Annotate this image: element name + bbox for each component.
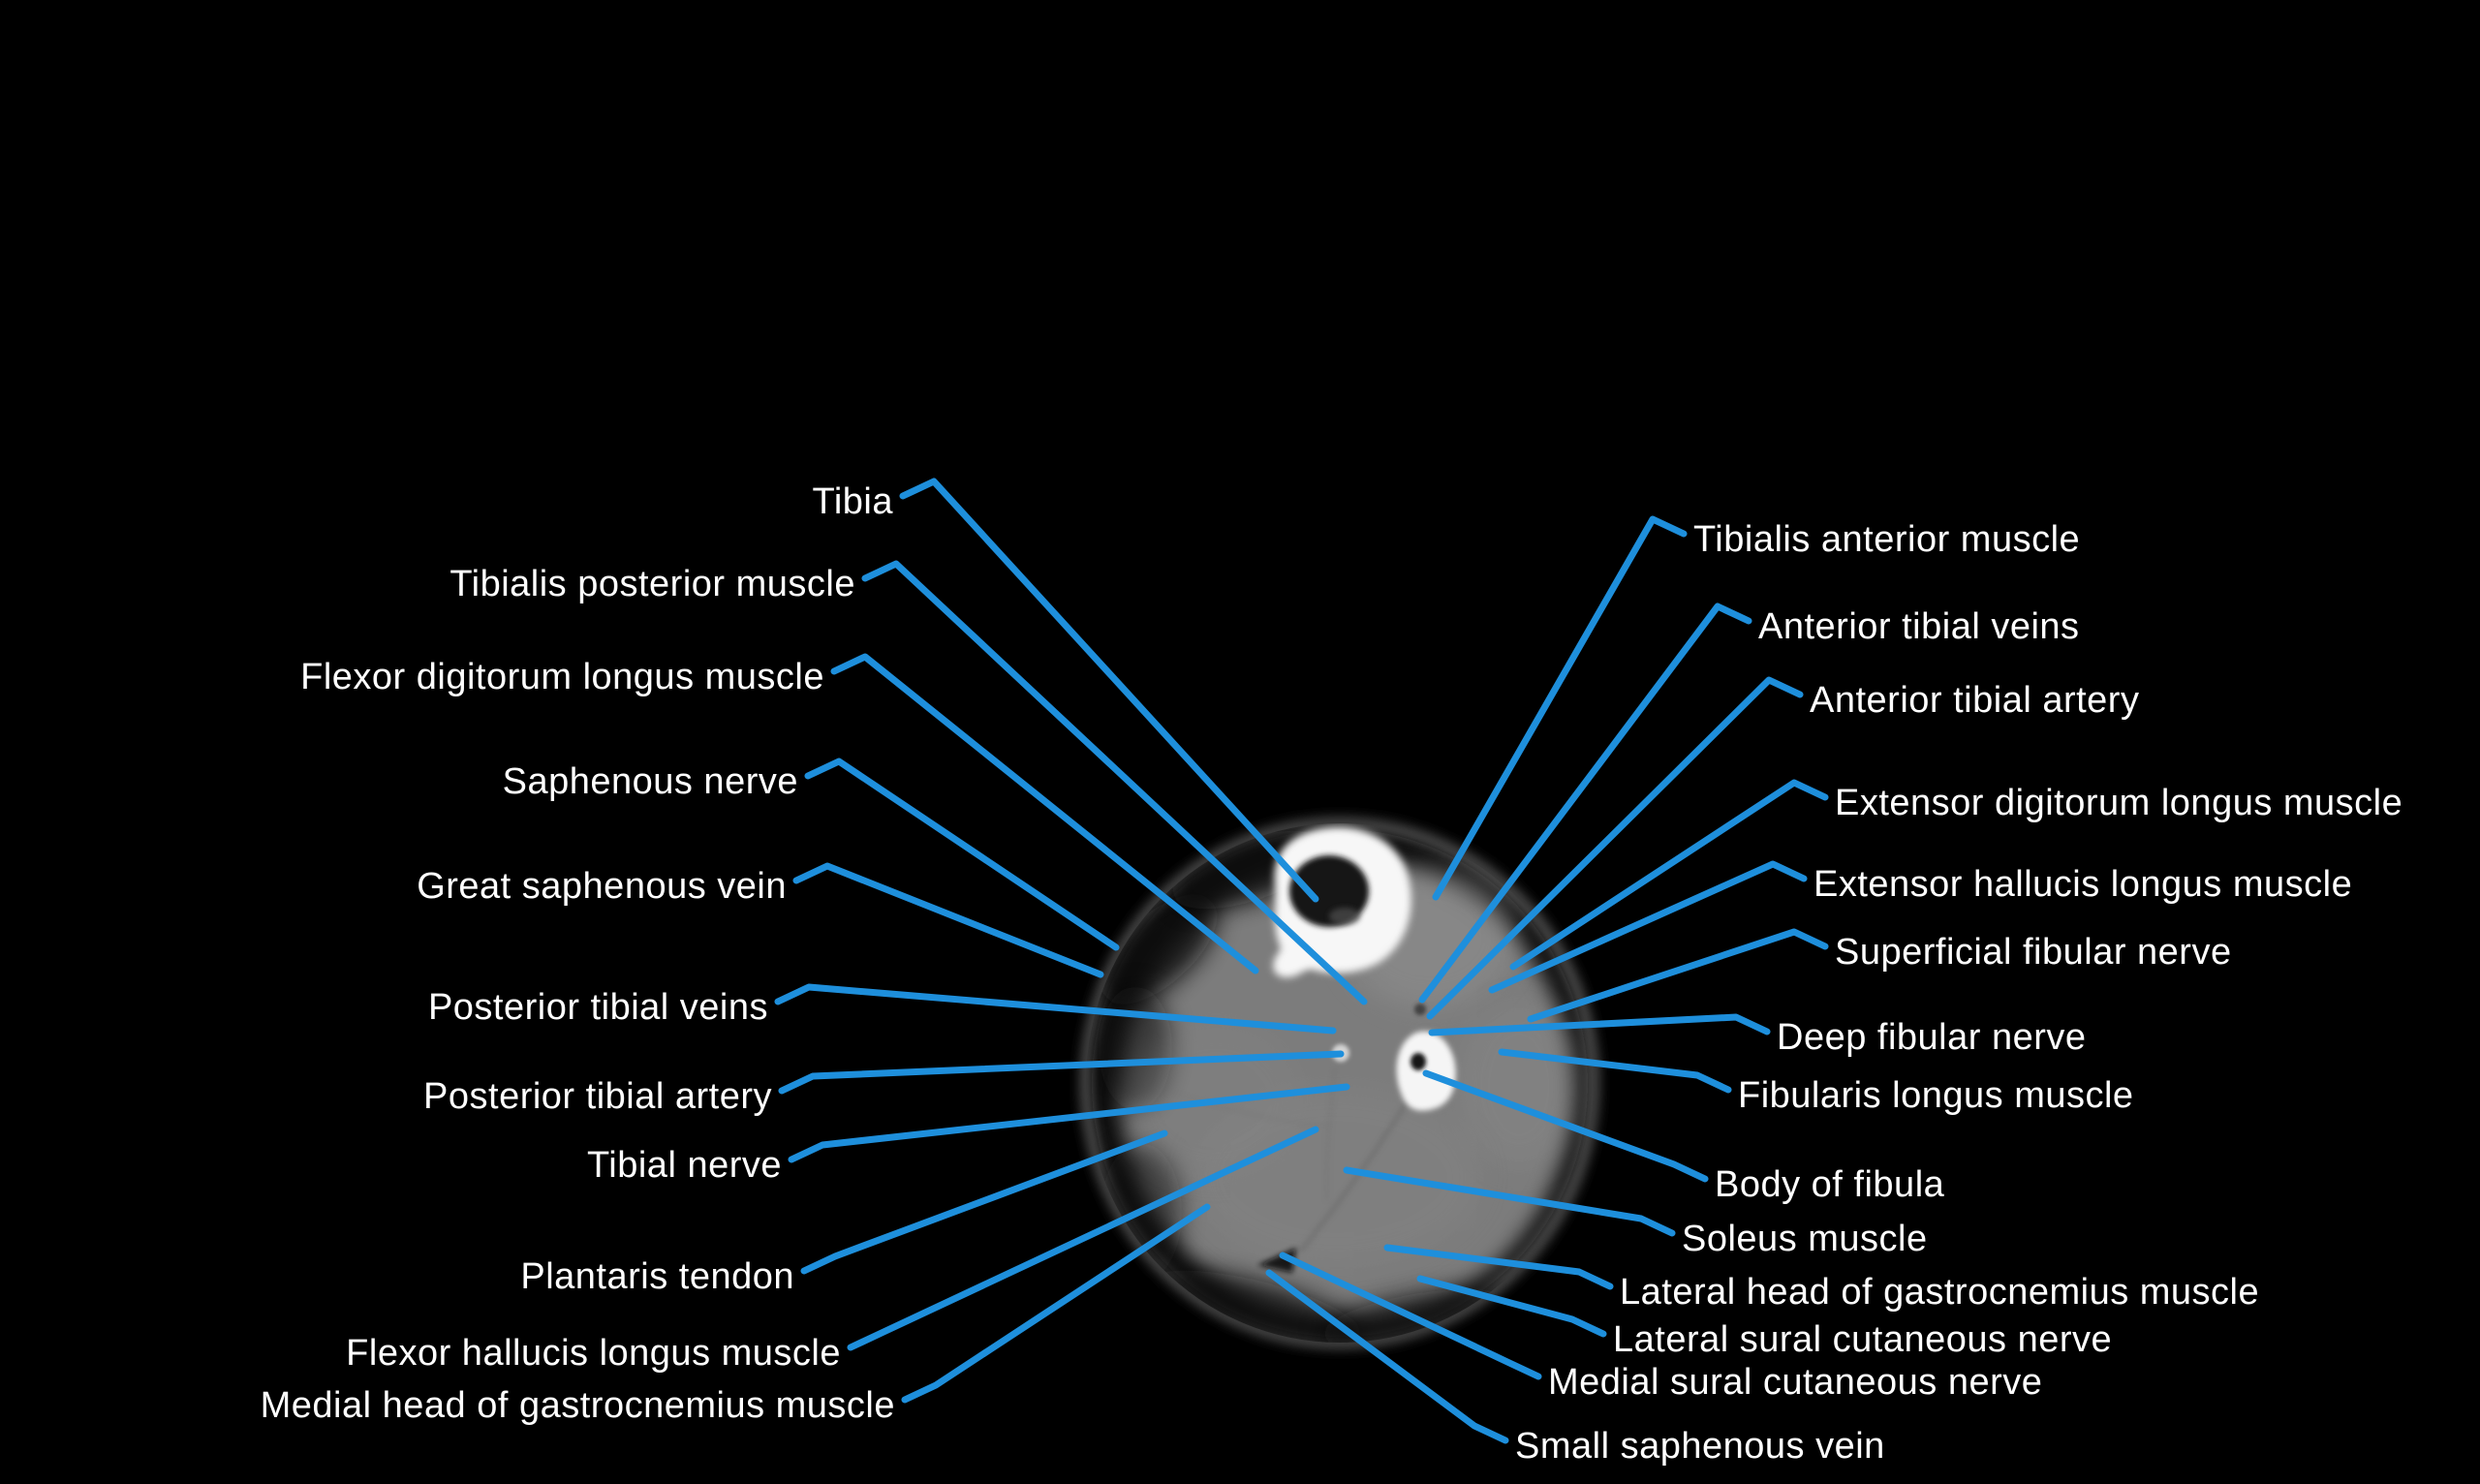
labels: Tibia Tibialis posterior muscle Flexor d… [261, 481, 2402, 1467]
label-superficial-fibular-nerve: Superficial fibular nerve [1835, 932, 2232, 973]
leader-line-tibialis-posterior-muscle [861, 560, 1368, 1005]
label-medial-head-of-gastrocnemius-muscle: Medial head of gastrocnemius muscle [261, 1385, 895, 1426]
leader-line-posterior-tibial-artery [778, 1050, 1345, 1095]
label-deep-fibular-nerve: Deep fibular nerve [1777, 1017, 2087, 1058]
label-tibia: Tibia [813, 481, 894, 522]
leader-line-soleus-muscle [1343, 1166, 1676, 1237]
leader-line-plantaris-tendon [800, 1129, 1168, 1275]
leader-line-posterior-tibial-veins [774, 983, 1337, 1035]
label-small-saphenous-vein: Small saphenous vein [1515, 1426, 1885, 1467]
label-saphenous-nerve: Saphenous nerve [503, 761, 798, 802]
leader-line-lateral-sural-cutaneous-nerve [1416, 1275, 1607, 1338]
label-posterior-tibial-veins: Posterior tibial veins [428, 987, 768, 1028]
label-fibularis-longus-muscle: Fibularis longus muscle [1738, 1075, 2134, 1116]
label-extensor-hallucis-longus-muscle: Extensor hallucis longus muscle [1814, 864, 2352, 905]
leader-line-body-of-fibula [1422, 1069, 1709, 1183]
leader-line-tibialis-anterior-muscle [1432, 515, 1688, 901]
label-flexor-hallucis-longus-muscle: Flexor hallucis longus muscle [346, 1333, 841, 1374]
leader-line-medial-sural-cutaneous-nerve [1279, 1252, 1542, 1380]
ct-scan-image [1080, 818, 1599, 1348]
label-tibialis-anterior-muscle: Tibialis anterior muscle [1693, 519, 2080, 560]
leader-line-fibularis-longus-muscle [1498, 1048, 1732, 1094]
label-tibialis-posterior-muscle: Tibialis posterior muscle [450, 564, 855, 604]
label-plantaris-tendon: Plantaris tendon [520, 1256, 794, 1297]
label-flexor-digitorum-longus-muscle: Flexor digitorum longus muscle [300, 657, 824, 697]
leader-line-flexor-hallucis-longus-muscle [847, 1126, 1319, 1351]
leader-lines [774, 478, 1829, 1444]
leader-line-small-saphenous-vein [1265, 1269, 1509, 1444]
leader-line-deep-fibular-nerve [1428, 1013, 1771, 1036]
leader-line-extensor-digitorum-longus-muscle [1509, 779, 1829, 971]
label-body-of-fibula: Body of fibula [1715, 1164, 1945, 1205]
leader-line-tibia [899, 478, 1319, 903]
leader-line-medial-head-of-gastrocnemius-muscle [901, 1203, 1211, 1404]
label-lateral-sural-cutaneous-nerve: Lateral sural cutaneous nerve [1613, 1319, 2112, 1360]
label-soleus-muscle: Soleus muscle [1682, 1219, 1928, 1259]
leader-line-flexor-digitorum-longus-muscle [830, 653, 1259, 974]
label-tibial-nerve: Tibial nerve [587, 1145, 782, 1186]
leader-line-lateral-head-of-gastrocnemius-muscle [1383, 1244, 1614, 1290]
leader-line-anterior-tibial-artery [1426, 676, 1804, 1020]
label-great-saphenous-vein: Great saphenous vein [417, 866, 787, 907]
leader-line-extensor-hallucis-longus-muscle [1488, 860, 1808, 994]
label-lateral-head-of-gastrocnemius-muscle: Lateral head of gastrocnemius muscle [1620, 1272, 2259, 1313]
leader-line-great-saphenous-vein [792, 862, 1104, 978]
label-posterior-tibial-artery: Posterior tibial artery [423, 1076, 772, 1117]
label-medial-sural-cutaneous-nerve: Medial sural cutaneous nerve [1548, 1362, 2042, 1403]
leader-line-anterior-tibial-veins [1418, 603, 1752, 1004]
label-anterior-tibial-artery: Anterior tibial artery [1810, 680, 2139, 721]
leader-line-superficial-fibular-nerve [1527, 928, 1829, 1023]
leader-line-tibial-nerve [788, 1083, 1350, 1163]
label-anterior-tibial-veins: Anterior tibial veins [1758, 606, 2080, 647]
label-extensor-digitorum-longus-muscle: Extensor digitorum longus muscle [1835, 783, 2402, 823]
leader-line-saphenous-nerve [804, 757, 1120, 951]
